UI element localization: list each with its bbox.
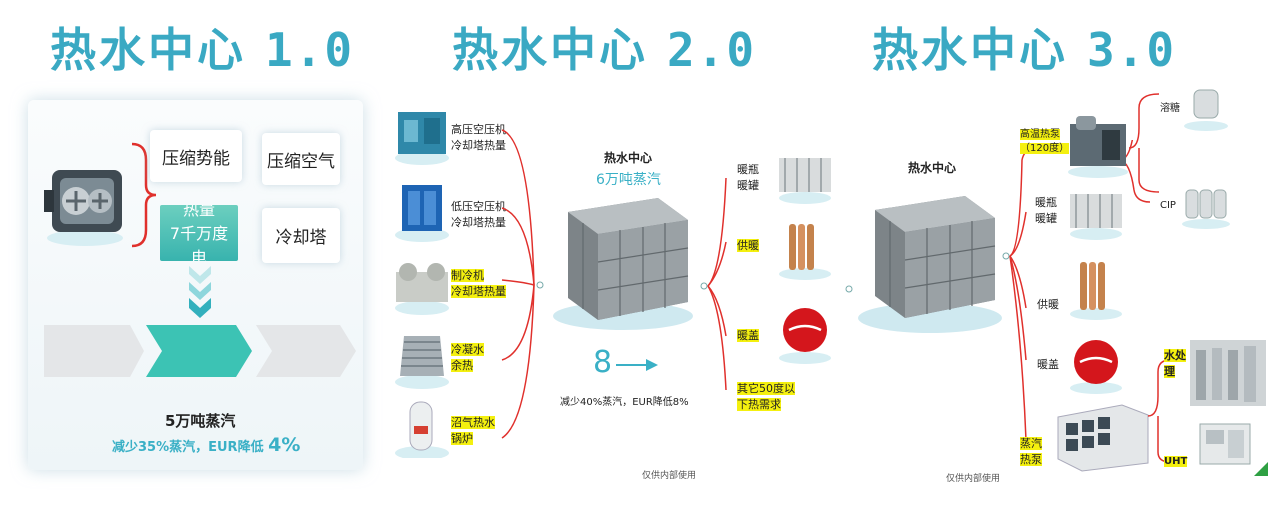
bottle-warmer-machine-image <box>779 158 831 204</box>
center-steam-60k: 6万吨蒸汽 <box>596 172 661 188</box>
uht-machine-image <box>1199 423 1268 476</box>
use-images-2 <box>779 158 831 364</box>
source-biogas-boiler: 沼气热水锅炉 <box>451 416 495 445</box>
heat-7-million-kwh-box: 热量 7千万度 电 <box>160 205 238 261</box>
box-compressed-air: 压缩空气 <box>262 133 340 185</box>
use-connector-lines <box>700 177 727 391</box>
cip-tanks-image <box>1182 189 1230 229</box>
biogas-boiler-image <box>395 401 449 458</box>
internal-use-note-2: 仅供内部使用 <box>642 471 697 481</box>
saving-40-pct: 减少40%蒸汽，EUR降低8% <box>560 397 689 408</box>
heat-amount: 7千万度 <box>169 224 229 243</box>
radiator-image <box>779 224 831 280</box>
use-images-3 <box>1070 194 1122 394</box>
use3-heating: 供暖 <box>1037 298 1059 311</box>
use-other-under-50: 其它50度以下热需求 <box>737 382 795 411</box>
chiller-image <box>395 263 449 315</box>
source-high-pressure-compressor: 高压空压机冷却塔热量 <box>451 123 506 152</box>
title-hot-water-center-1: 热水中心 1.0 <box>50 23 355 77</box>
high-temp-heat-pump-label: 高温热泵（120度） <box>1020 129 1070 154</box>
coca-cola-cap-image <box>779 308 831 364</box>
hot-water-tank-image <box>553 198 693 330</box>
center-title-3: 热水中心 <box>908 161 957 175</box>
steam-heat-pump-image <box>1057 404 1149 472</box>
source-condensate: 冷凝水余热 <box>451 343 484 372</box>
steam-50k-tons: 5万吨蒸汽 <box>165 412 236 430</box>
tank-equipment-images <box>1182 89 1230 229</box>
arrow-number-8: 8 <box>593 345 613 380</box>
use-bottle-warmer: 暖瓶暖罐 <box>737 163 759 192</box>
heat-unit: 电 <box>190 248 207 261</box>
saving-35-pct: 减少35%蒸汽，EUR降低 4% <box>112 434 301 456</box>
internal-use-note-3: 仅供内部使用 <box>946 474 1001 484</box>
center-title-2: 热水中心 <box>604 151 653 165</box>
output-sugar-dissolving: 溶糖 <box>1160 103 1180 114</box>
heat-pump-brace <box>1128 93 1160 193</box>
screw-compressor-image <box>44 170 123 246</box>
title-hot-water-center-2: 热水中心 2.0 <box>452 23 757 77</box>
bottle-warmer-machine-image-3 <box>1070 194 1122 240</box>
cooling-tower-image <box>395 336 449 389</box>
use-cap-warming: 暖盖 <box>737 329 759 342</box>
heat-label: 热量 <box>182 205 215 219</box>
sugar-tank-image <box>1184 89 1228 131</box>
output-cip: CIP <box>1160 200 1176 211</box>
red-brace <box>131 142 157 248</box>
high-temp-heat-pump-image <box>1068 116 1128 178</box>
output-uht: UHT <box>1164 456 1188 467</box>
right-arrow-icon <box>616 359 658 371</box>
coca-cola-cap-image-3 <box>1070 340 1122 394</box>
water-treatment-plant-image <box>1190 340 1266 406</box>
use3-cap-warming: 暖盖 <box>1037 358 1059 371</box>
hot-water-tank-image-3 <box>858 196 1002 333</box>
node-dot-left <box>845 285 853 293</box>
box-cooling-tower: 冷却塔 <box>262 208 340 263</box>
source-low-pressure-compressor: 低压空压机冷却塔热量 <box>451 200 506 229</box>
source-connector-lines <box>501 129 544 439</box>
source-chiller: 制冷机冷却塔热量 <box>451 269 506 298</box>
box-compression-energy: 压缩势能 <box>150 130 242 182</box>
output-water-treatment: 水处理 <box>1164 349 1186 378</box>
radiator-image-3 <box>1070 262 1122 320</box>
steam-heat-pump-label: 蒸汽热泵 <box>1020 437 1042 466</box>
title-hot-water-center-3: 热水中心 3.0 <box>872 23 1177 77</box>
process-flow-bar <box>44 325 356 377</box>
down-chevrons-icon <box>189 266 211 318</box>
use-heating: 供暖 <box>737 239 759 252</box>
high-pressure-compressor-image <box>395 112 449 165</box>
use3-bottle-warmer: 暖瓶暖罐 <box>1035 196 1057 225</box>
source-equipment-images <box>395 112 449 458</box>
low-pressure-compressor-image <box>395 185 449 242</box>
